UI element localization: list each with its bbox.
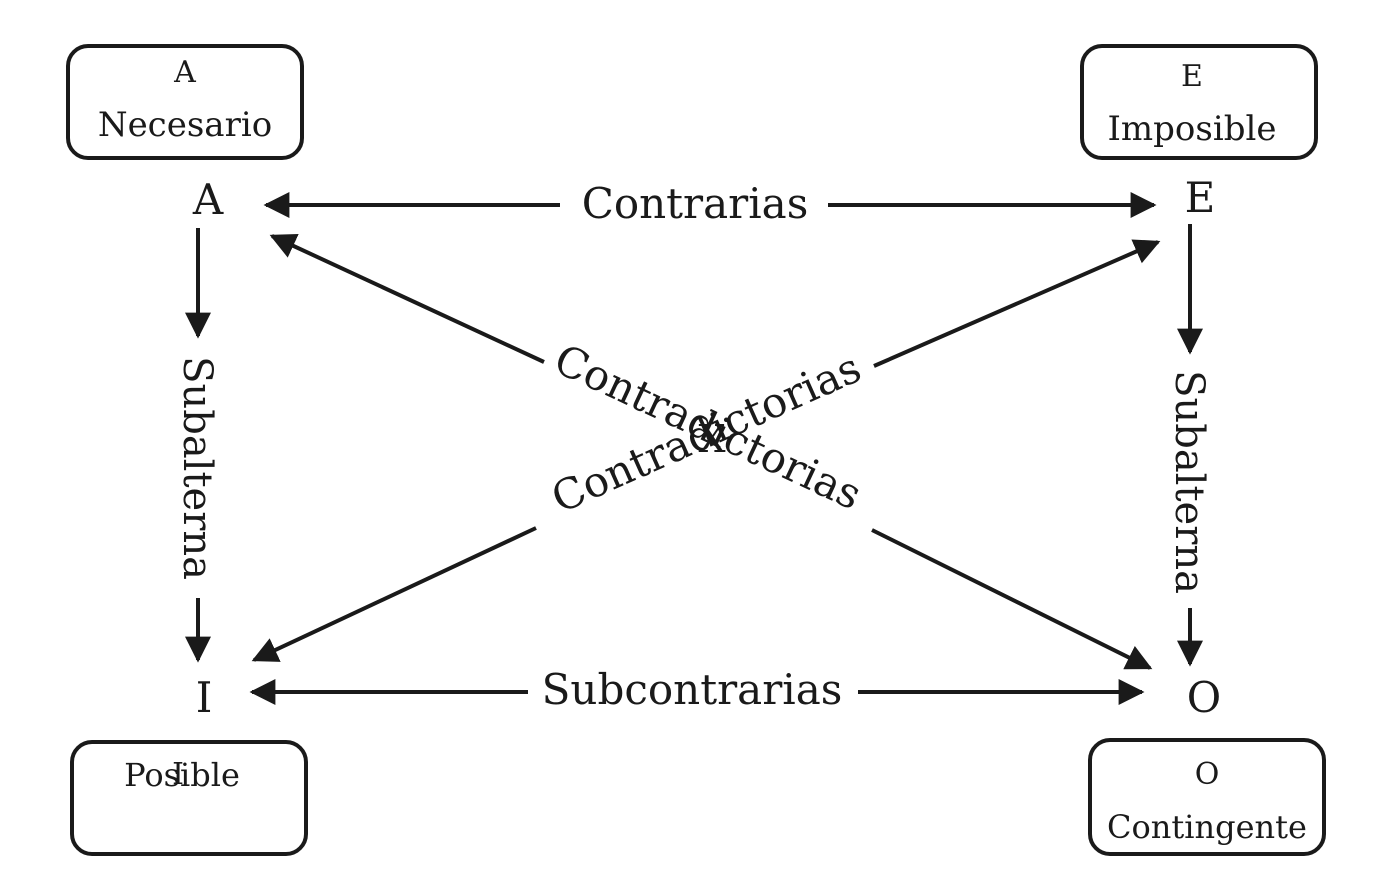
contradictorias-ao-arrow-a [269,234,545,364]
box-posible-label: Posible [124,756,240,794]
contradictorias-ie-arrow-e [873,239,1161,368]
contrarias-label: Contrarias [582,179,809,228]
corner-letter-o: O [1187,673,1221,722]
subalterna-right-label: Subalterna [1166,370,1212,594]
box-posible-letter: I [172,757,184,792]
box-imposible: E Imposible [1080,44,1318,160]
subcontrarias-label: Subcontrarias [542,665,843,714]
box-necesario-label: Necesario [98,105,272,145]
contradictorias-ie-arrow-i [251,526,537,662]
corner-letter-e: E [1185,173,1216,222]
box-contingente: O Contingente [1088,738,1326,856]
box-imposible-label: Imposible [1108,109,1277,149]
box-imposible-letter: E [1181,59,1203,94]
subalterna-left-label: Subalterna [174,356,220,580]
box-contingente-label: Contingente [1107,808,1307,846]
corner-letter-a: A [192,175,224,224]
box-necesario: A Necesario [66,44,304,160]
contradictorias-ao-arrow-o [871,528,1153,670]
box-contingente-letter: O [1195,757,1220,792]
center-cross-mark: X [698,417,725,461]
corner-letter-i: I [196,673,213,722]
box-posible: I Posible [70,740,308,856]
box-necesario-letter: A [173,55,196,90]
